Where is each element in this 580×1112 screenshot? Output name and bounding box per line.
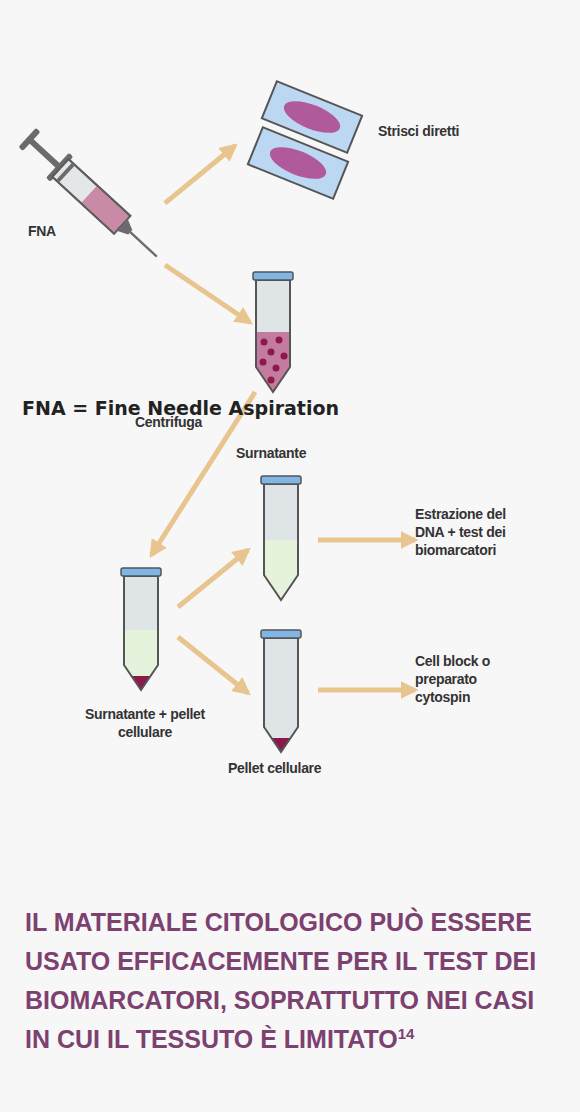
flow-arrow (178, 637, 248, 693)
tube-illustration (121, 568, 161, 690)
caption-block: IL MATERIALE CITOLOGICO PUÒ ESSERE USATO… (25, 903, 550, 1059)
tube-illustration (253, 272, 293, 392)
flow-arrow (152, 392, 256, 555)
node-label: FNA (28, 222, 56, 240)
tube-illustration (261, 476, 301, 600)
node-label: Pellet cellulare (228, 759, 321, 777)
slides-node: Strisci diretti (235, 82, 362, 200)
node-label: Surnatante (236, 444, 306, 462)
node-label: Cell block o preparato cytospin (415, 652, 515, 706)
node-label: Strisci diretti (378, 122, 459, 140)
tube-node: Centrifuga (250, 270, 292, 392)
result-text-node: Estrazione del DNA + test dei biomarcato… (415, 505, 560, 570)
node-label: Surnatante + pellet cellulare (85, 705, 205, 741)
syringe-illustration (16, 125, 169, 269)
tube-node: Pellet cellulare (248, 625, 318, 755)
slides-illustration (248, 81, 362, 199)
definition-label: FNA = Fine Needle Aspiration (22, 397, 339, 419)
reference-number: 14 (398, 1025, 415, 1042)
flow-arrow (165, 265, 250, 322)
syringe-node: FNA (25, 85, 165, 265)
result-text-node: Cell block o preparato cytospin (415, 652, 540, 718)
tube-illustration (261, 630, 301, 752)
flow-arrow (318, 688, 415, 693)
tube-node: Surnatante + pellet cellulare (115, 555, 178, 690)
flow-arrow (318, 537, 415, 542)
flow-arrow (165, 146, 235, 203)
tube-node: Surnatante (248, 470, 318, 600)
node-label: Estrazione del DNA + test dei biomarcato… (415, 505, 535, 559)
flow-arrow (178, 550, 248, 607)
caption-text: IL MATERIALE CITOLOGICO PUÒ ESSERE USATO… (25, 908, 536, 1053)
